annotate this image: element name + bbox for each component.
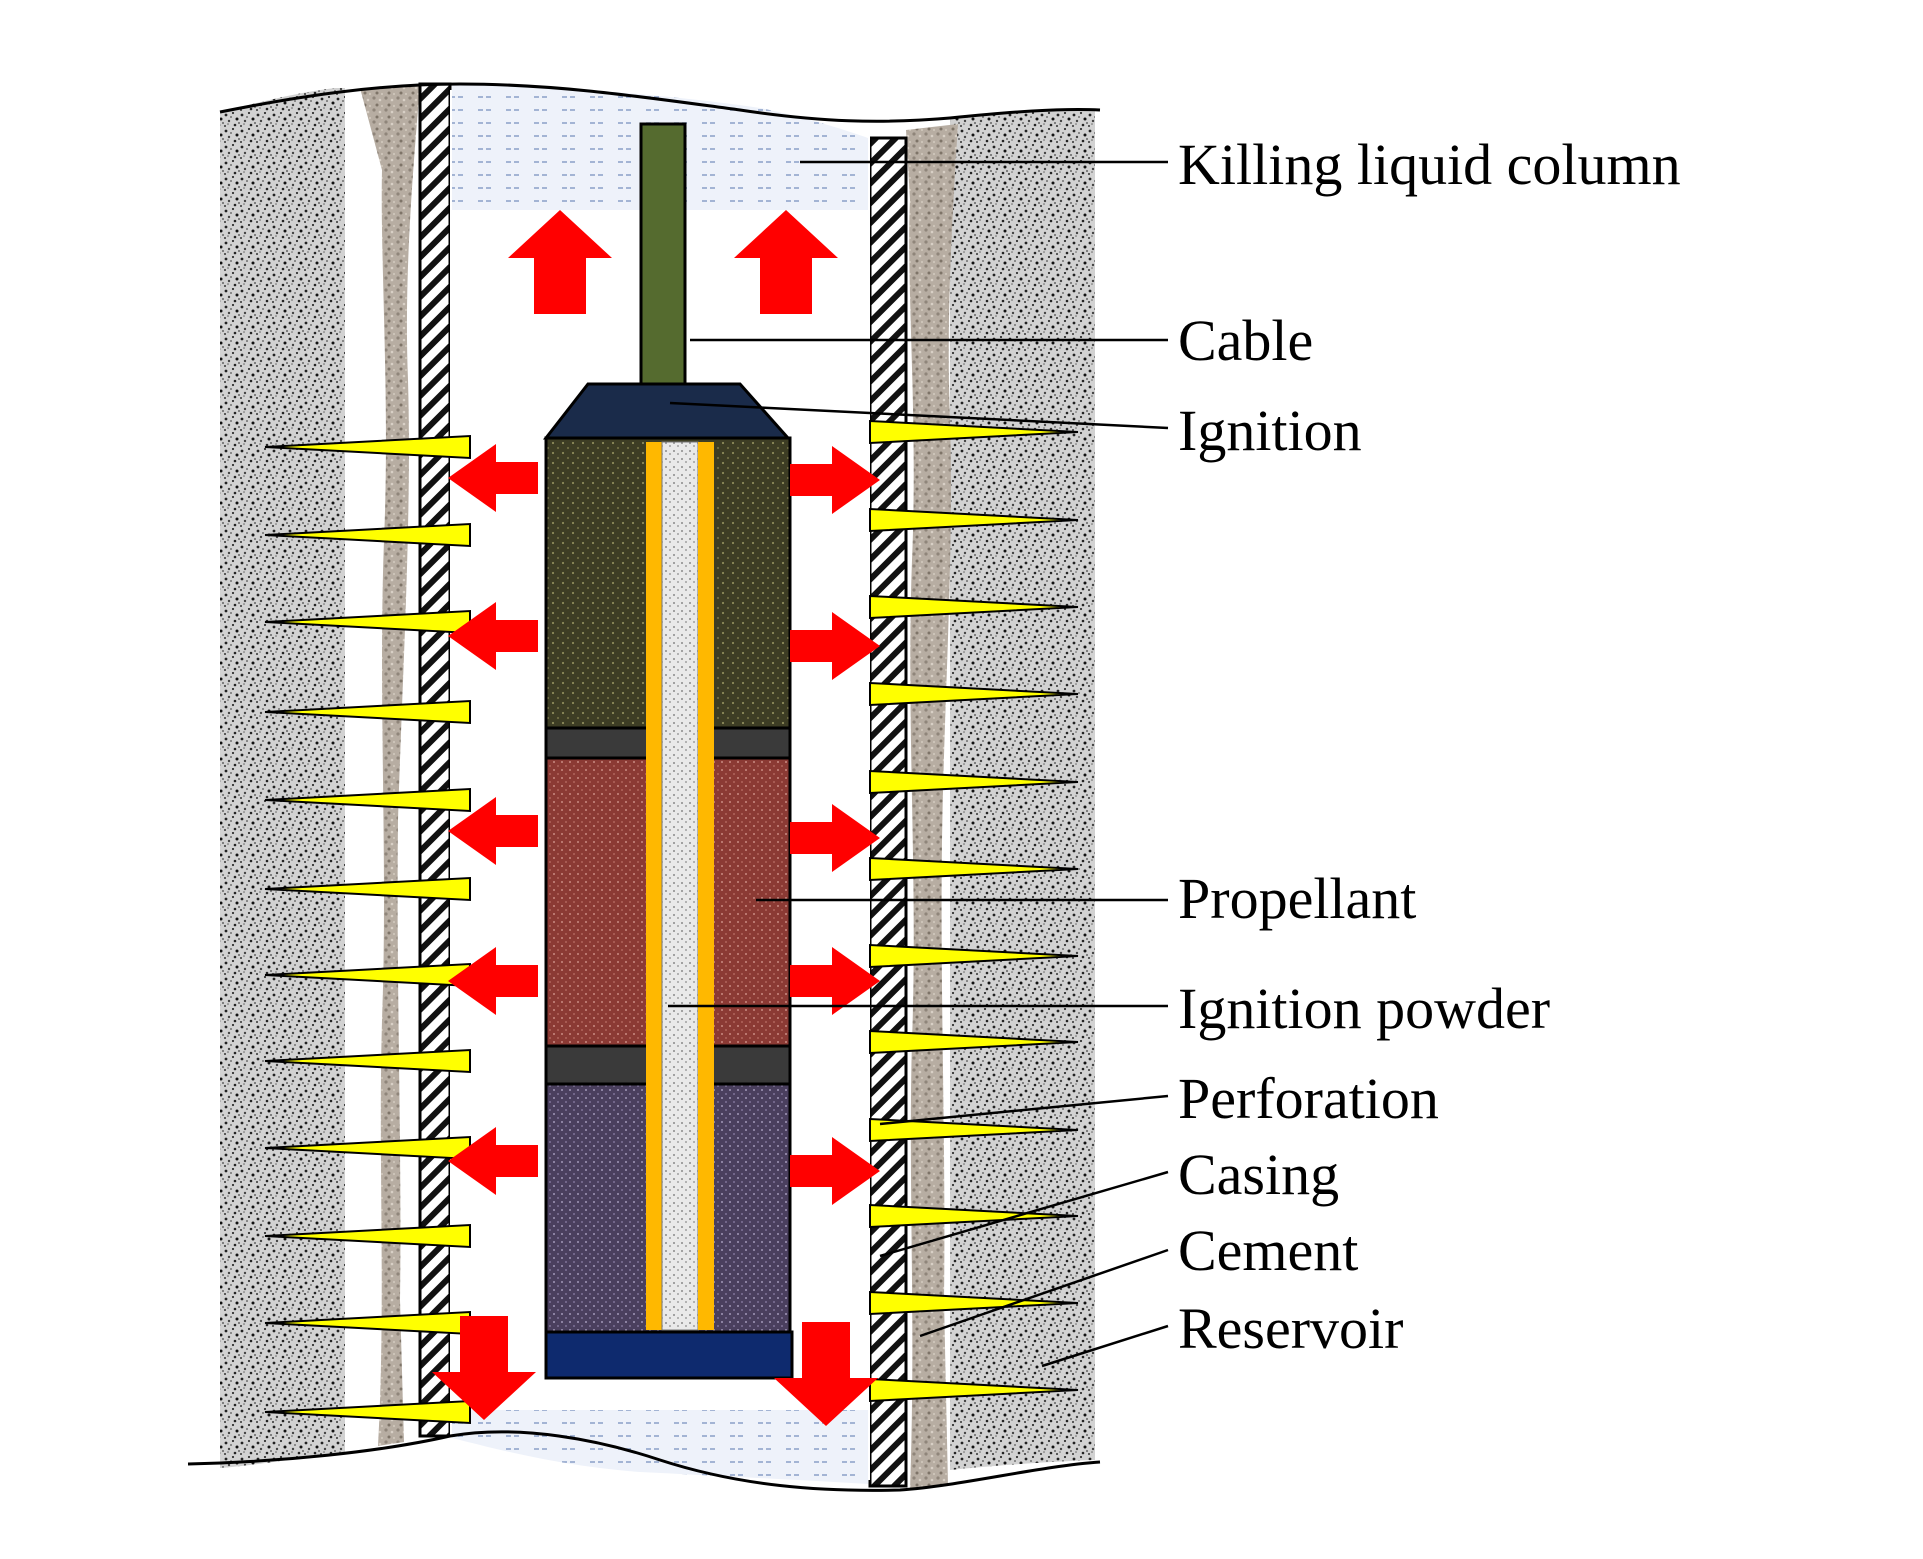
- perforation-jets: [264, 419, 1079, 1425]
- leader-cement: [919, 1248, 1169, 1338]
- igniter-tube-left: [646, 442, 662, 1330]
- label-casing: Casing: [1178, 1142, 1339, 1207]
- perforation-jet-left: [264, 876, 471, 902]
- perforation-jet-right: [869, 1377, 1079, 1403]
- perforation-jet-right: [869, 681, 1079, 707]
- perforation-jet-left: [264, 699, 471, 725]
- pressure-arrow-right: [790, 1137, 880, 1205]
- bottom-cap: [544, 1330, 794, 1380]
- label-cable: Cable: [1178, 308, 1313, 373]
- perforation-jet-right: [869, 1029, 1079, 1055]
- ignition-powder-core: [661, 441, 699, 1331]
- label-killing-liquid-column: Killing liquid column: [1178, 132, 1681, 197]
- pressure-arrow-down: [432, 1316, 536, 1420]
- reservoir-left: [220, 88, 345, 1468]
- perforation-jet-right: [869, 943, 1079, 969]
- cement-left: [360, 86, 420, 1446]
- leader-ignition: [669, 401, 1169, 430]
- perforation-jet-right: [869, 769, 1079, 795]
- perforation-jet-left: [264, 434, 471, 460]
- pressure-arrow-right: [790, 446, 880, 514]
- pressure-arrow-left: [448, 444, 538, 512]
- label-perforation: Perforation: [1178, 1066, 1439, 1131]
- cable: [639, 122, 687, 388]
- perforation-jet-left: [264, 522, 471, 548]
- pressure-arrows: [432, 210, 880, 1426]
- bottom-boundary-line: [187, 1430, 1101, 1492]
- pressure-arrow-left: [448, 947, 538, 1015]
- casing-right: [868, 136, 908, 1488]
- perforation-jet-left: [264, 1223, 471, 1249]
- cement-right: [906, 124, 958, 1490]
- perforation-jet-right: [869, 419, 1079, 445]
- label-cement: Cement: [1178, 1218, 1358, 1283]
- perforation-jet-left: [264, 1048, 471, 1074]
- leader-lines: [668, 160, 1169, 1368]
- label-ignition: Ignition: [1178, 398, 1362, 463]
- pressure-arrow-down: [774, 1322, 878, 1426]
- leader-reservoir: [1041, 1324, 1169, 1368]
- perforation-jet-right: [869, 507, 1079, 533]
- perforation-jet-right: [869, 1290, 1079, 1316]
- pressure-arrow-up: [508, 210, 612, 314]
- reservoir-right: [950, 109, 1095, 1471]
- perforation-jet-left: [264, 787, 471, 813]
- perforation-jet-right: [869, 1117, 1079, 1143]
- perforation-jet-right: [869, 856, 1079, 882]
- killing-liquid-bottom: [452, 1410, 868, 1484]
- pressure-arrow-right: [790, 612, 880, 680]
- perforation-jet-right: [869, 594, 1079, 620]
- perforation-jet-left: [264, 1399, 471, 1425]
- label-propellant: Propellant: [1178, 866, 1416, 931]
- label-reservoir: Reservoir: [1178, 1296, 1404, 1361]
- leader-casing: [879, 1170, 1169, 1258]
- pressure-arrow-right: [790, 804, 880, 872]
- igniter-tube-right: [698, 442, 714, 1330]
- perforation-jet-right: [869, 1203, 1079, 1229]
- leader-perforation: [879, 1094, 1169, 1126]
- top-boundary-line: [219, 82, 1101, 123]
- pressure-arrow-up: [734, 210, 838, 314]
- pressure-arrow-left: [448, 1127, 538, 1195]
- pressure-arrow-left: [448, 602, 538, 670]
- label-ignition-powder: Ignition powder: [1178, 976, 1550, 1041]
- pressure-arrow-right: [790, 947, 880, 1015]
- pressure-arrow-left: [448, 797, 538, 865]
